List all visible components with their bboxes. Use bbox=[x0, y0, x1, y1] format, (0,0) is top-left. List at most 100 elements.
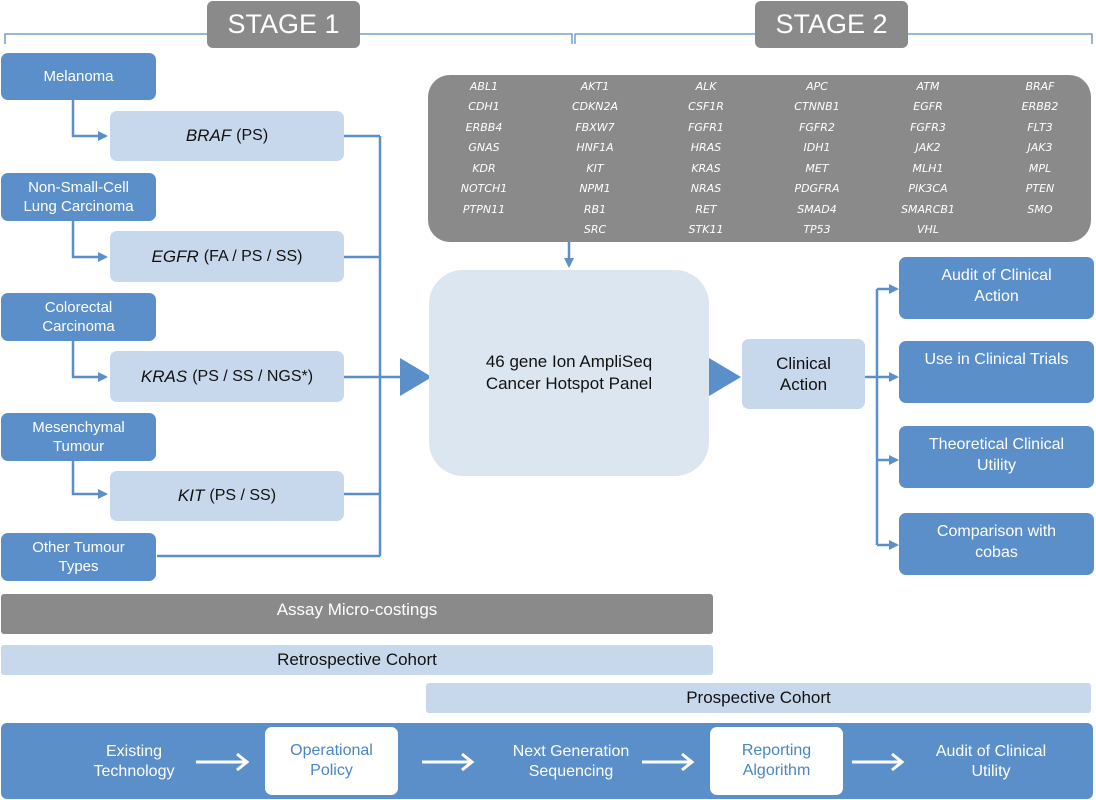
flow-reporting-algorithm: Reporting Algorithm bbox=[710, 727, 843, 795]
gene-label: FLT3 bbox=[1027, 121, 1053, 134]
flow-arrow-3 bbox=[642, 752, 695, 772]
panel-line-1: 46 gene Ion AmpliSeq bbox=[485, 352, 653, 371]
stage2-tab: STAGE 2 bbox=[755, 1, 908, 48]
gene-label: JAK2 bbox=[915, 141, 941, 154]
clinical-action-line-1: Clinical bbox=[776, 354, 831, 373]
cancer-mesenchymal: Mesenchymal Tumour bbox=[1, 413, 156, 461]
gene-label: ALK bbox=[695, 80, 717, 93]
flow-arrow-1 bbox=[196, 752, 250, 772]
test-kit: KIT(PS / SS) bbox=[110, 471, 344, 521]
flow-line-2: Technology bbox=[93, 763, 175, 780]
connector-colorectal-kras bbox=[71, 341, 108, 382]
outcome-comparison-cobas: Comparison with cobas bbox=[899, 513, 1094, 575]
gene-label: SMO bbox=[1027, 203, 1053, 216]
gene-label: NPM1 bbox=[579, 182, 611, 195]
gene-label: ABL1 bbox=[469, 80, 499, 93]
gene-label: GNAS bbox=[468, 141, 500, 154]
test-gene-name: EGFR bbox=[151, 246, 199, 266]
connector-mesenchymal-kit bbox=[71, 461, 108, 499]
band-prospective-cohort: Prospective Cohort bbox=[426, 683, 1091, 713]
gene-label: AKT1 bbox=[580, 80, 610, 93]
test-methods: (FA / PS / SS) bbox=[203, 247, 303, 265]
gene-label: SMAD4 bbox=[797, 203, 837, 216]
gene-label: APC bbox=[806, 80, 828, 93]
flow-line-1: Next Generation bbox=[512, 743, 630, 760]
flow-existing-technology: Existing Technology bbox=[69, 742, 199, 782]
gene-label: IDH1 bbox=[803, 141, 831, 154]
gene-label: FBXW7 bbox=[575, 121, 615, 134]
flow-line-2: Sequencing bbox=[528, 763, 614, 780]
gene-label: MPL bbox=[1028, 162, 1052, 175]
gene-label: RET bbox=[695, 203, 717, 216]
gene-list-panel: ABL1 AKT1 ALK APC ATM BRAF CDH1 CDKN2A CSF1R CTNN… bbox=[428, 75, 1091, 242]
gene-label: FGFR1 bbox=[688, 121, 724, 134]
band-micro-costings: Assay Micro-costings bbox=[1, 594, 713, 634]
stage1-tab: STAGE 1 bbox=[207, 1, 360, 48]
outcome-audit-clinical-action: Audit of Clinical Action bbox=[899, 257, 1094, 319]
gene-label: EGFR bbox=[913, 100, 943, 113]
bottom-flow-bar: Existing Technology Operational Policy N… bbox=[1, 723, 1093, 799]
triangle-arrow-to-panel bbox=[400, 358, 432, 396]
flow-line-1: Operational bbox=[290, 742, 373, 759]
test-gene-name: KRAS bbox=[140, 366, 188, 386]
triangle-arrow-to-action bbox=[709, 358, 741, 396]
test-gene-name: BRAF bbox=[185, 126, 232, 145]
test-gene-name: KIT bbox=[177, 486, 205, 505]
gene-label: KRAS bbox=[691, 162, 721, 175]
gene-label: HNF1A bbox=[576, 141, 614, 154]
bottom-flow-arrows bbox=[196, 752, 905, 772]
flow-line-1: Existing bbox=[105, 743, 163, 760]
gene-label: RB1 bbox=[583, 203, 607, 216]
gene-label: FGFR2 bbox=[799, 121, 835, 134]
gene-label: FGFR3 bbox=[910, 121, 946, 134]
gene-label: MET bbox=[805, 162, 829, 175]
gene-label: PIK3CA bbox=[908, 182, 948, 195]
gene-label: CSF1R bbox=[688, 100, 724, 113]
panel-line-2: Cancer Hotspot Panel bbox=[485, 374, 653, 393]
gene-label: KIT bbox=[586, 162, 604, 175]
ampliseq-panel-box: 46 gene Ion AmpliSeq Cancer Hotspot Pane… bbox=[429, 270, 709, 476]
gene-label: NRAS bbox=[690, 182, 722, 195]
flow-line-2: Utility bbox=[971, 763, 1011, 780]
flow-operational-policy: Operational Policy bbox=[265, 727, 398, 795]
gene-label: PDGFRA bbox=[794, 182, 840, 195]
flow-line-1: Reporting bbox=[741, 742, 812, 759]
cancer-other: Other Tumour Types bbox=[1, 533, 156, 581]
cancer-melanoma: Melanoma bbox=[1, 53, 156, 100]
gene-label: JAK3 bbox=[1027, 141, 1053, 154]
test-egfr: EGFR(FA / PS / SS) bbox=[110, 231, 344, 282]
cancer-colorectal: Colorectal Carcinoma bbox=[1, 293, 156, 341]
gene-label: CDKN2A bbox=[571, 100, 619, 113]
clinical-action-box: Clinical Action bbox=[742, 339, 865, 409]
flow-audit-clinical-utility: Audit of Clinical Utility bbox=[911, 742, 1071, 782]
gene-label: NOTCH1 bbox=[460, 182, 508, 195]
connector-melanoma-braf bbox=[71, 100, 108, 141]
test-methods: (PS) bbox=[236, 127, 269, 144]
gene-label: ERBB4 bbox=[465, 121, 503, 134]
gene-label: MLH1 bbox=[912, 162, 944, 175]
gene-label: SMARCB1 bbox=[901, 203, 955, 216]
gene-label: TP53 bbox=[803, 223, 831, 236]
flow-arrow-4 bbox=[852, 752, 905, 772]
gene-label: CDH1 bbox=[468, 100, 500, 113]
cancer-nsclc: Non-Small-Cell Lung Carcinoma bbox=[1, 173, 156, 221]
band-retrospective-cohort: Retrospective Cohort bbox=[1, 645, 713, 675]
gene-label: KDR bbox=[472, 162, 496, 175]
flow-arrow-2 bbox=[422, 752, 475, 772]
test-methods: (PS / SS / NGS*) bbox=[192, 367, 314, 385]
flow-line-1: Audit of Clinical bbox=[935, 743, 1047, 760]
test-methods: (PS / SS) bbox=[209, 487, 277, 504]
connector-nsclc-egfr bbox=[71, 221, 108, 262]
gene-label: CTNNB1 bbox=[794, 100, 840, 113]
gene-label: BRAF bbox=[1025, 80, 1055, 93]
gene-label: SRC bbox=[583, 223, 607, 236]
gene-label: ATM bbox=[916, 80, 940, 93]
gene-label: STK11 bbox=[688, 223, 724, 236]
gene-label: VHL bbox=[917, 223, 939, 236]
gene-label: PTPN11 bbox=[462, 203, 506, 216]
gene-label: HRAS bbox=[690, 141, 722, 154]
flow-line-2: Algorithm bbox=[742, 762, 811, 779]
gene-label: ERBB2 bbox=[1021, 100, 1059, 113]
clinical-action-line-2: Action bbox=[779, 375, 828, 394]
